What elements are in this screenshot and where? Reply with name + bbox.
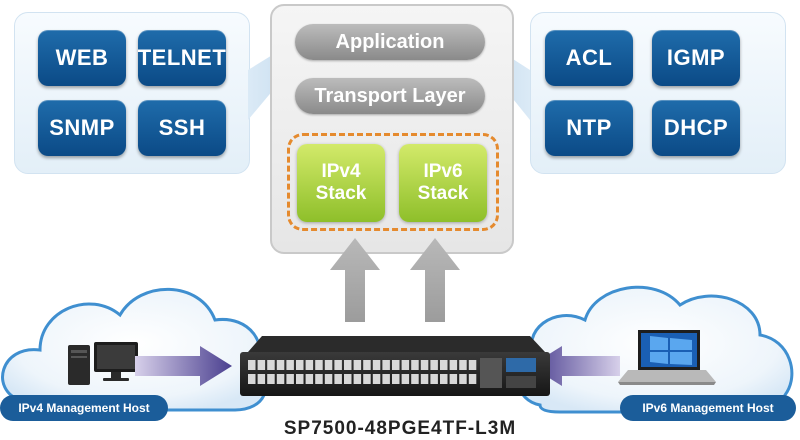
switch-port <box>401 360 410 370</box>
service-tile-snmp: SNMP <box>38 100 126 156</box>
ip-stack-dashed-group <box>287 133 499 231</box>
ipv4-host-label: IPv4 Management Host <box>0 395 168 421</box>
switch-port <box>334 374 342 384</box>
switch-port <box>430 374 438 384</box>
up-arrow-ipv6 <box>410 238 460 322</box>
switch-port <box>382 360 390 370</box>
service-tile-telnet: TELNET <box>138 30 226 86</box>
switch-port <box>392 360 400 370</box>
up-arrow-ipv4 <box>330 238 380 322</box>
desktop-pc-icon <box>68 342 138 385</box>
switch-port <box>315 360 323 370</box>
application-layer: Application <box>295 24 485 60</box>
switch-port <box>248 360 256 370</box>
switch-port <box>420 374 429 384</box>
arrow-ipv4-to-switch <box>135 346 232 386</box>
switch-port <box>276 374 285 384</box>
switch-port <box>468 374 477 384</box>
switch-port <box>372 374 381 384</box>
switch-port <box>296 374 304 384</box>
switch-port <box>420 360 429 370</box>
switch-port <box>353 374 362 384</box>
switch-port <box>257 360 266 370</box>
ipv6-host-label: IPv6 Management Host <box>620 395 796 421</box>
service-tile-igmp: IGMP <box>652 30 740 86</box>
switch-port <box>257 374 266 384</box>
switch-port <box>363 360 371 370</box>
service-tile-ssh: SSH <box>138 100 226 156</box>
switch-port <box>305 374 314 384</box>
switch-port <box>267 360 275 370</box>
transport-layer: Transport Layer <box>295 78 485 114</box>
switch-port <box>344 374 352 384</box>
switch-port <box>324 374 333 384</box>
switch-port <box>344 360 352 370</box>
switch-port <box>411 360 419 370</box>
network-switch <box>240 336 550 396</box>
service-tile-web: WEB <box>38 30 126 86</box>
ipv4-stack-line1: IPv4 <box>321 161 361 182</box>
switch-port <box>468 360 477 370</box>
switch-port <box>248 374 256 384</box>
switch-port <box>324 360 333 370</box>
device-model-name: SP7500-48PGE4TF-L3M <box>283 418 517 439</box>
switch-port <box>382 374 390 384</box>
switch-port <box>363 374 371 384</box>
switch-port <box>459 360 467 370</box>
switch-port <box>449 360 458 370</box>
arrow-ipv6-to-switch <box>530 346 620 386</box>
switch-port <box>276 360 285 370</box>
switch-port <box>334 360 342 370</box>
switch-port <box>449 374 458 384</box>
ipv6-stack-line1: IPv6 <box>423 161 463 182</box>
switch-port-row <box>248 360 477 384</box>
switch-port <box>296 360 304 370</box>
switch-port <box>305 360 314 370</box>
switch-port <box>430 360 438 370</box>
ipv6-stack-line2: Stack <box>417 183 469 204</box>
switch-port <box>392 374 400 384</box>
switch-port <box>286 360 294 370</box>
switch-port <box>315 374 323 384</box>
switch-port <box>401 374 410 384</box>
switch-port <box>372 360 381 370</box>
switch-port <box>440 374 448 384</box>
service-tile-dhcp: DHCP <box>652 100 740 156</box>
ipv4-stack-line2: Stack <box>315 183 367 204</box>
switch-port <box>353 360 362 370</box>
service-tile-acl: ACL <box>545 30 633 86</box>
switch-port <box>459 374 467 384</box>
switch-port <box>411 374 419 384</box>
switch-port <box>286 374 294 384</box>
switch-port <box>267 374 275 384</box>
laptop-icon <box>618 330 716 385</box>
switch-port <box>440 360 448 370</box>
service-tile-ntp: NTP <box>545 100 633 156</box>
